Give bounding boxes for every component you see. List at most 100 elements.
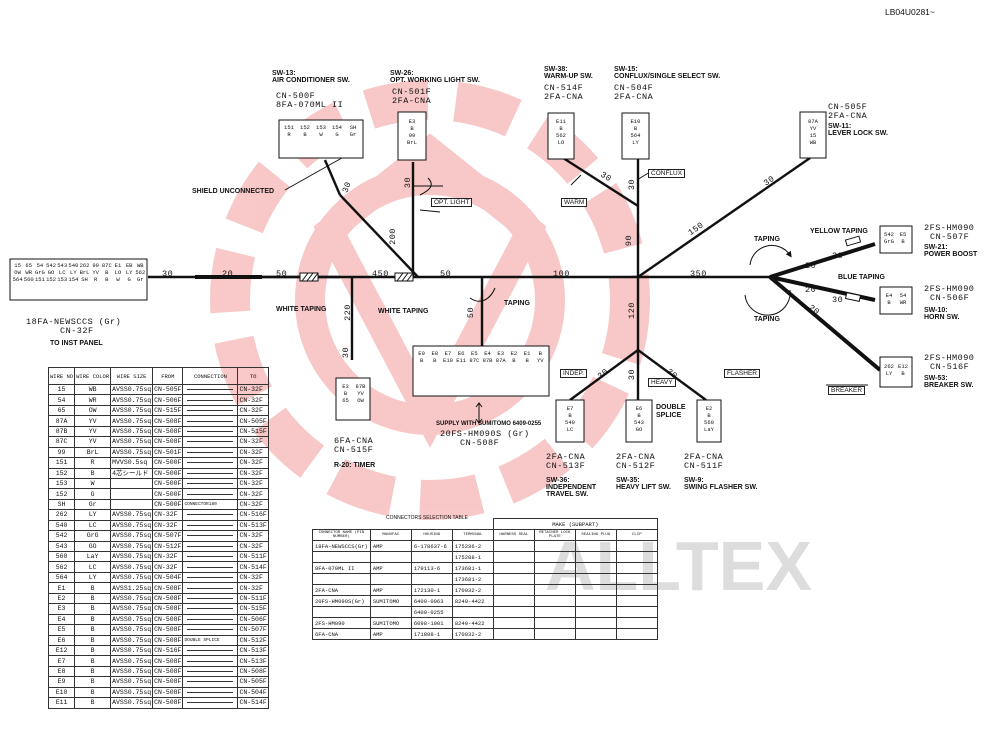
cn32-pin: SH [81, 276, 88, 283]
table-cell: CN-512F [237, 634, 269, 646]
table-cell: CN-500F [152, 457, 184, 469]
table-cell: AVSS0.75sq [110, 446, 154, 459]
table-cell [492, 606, 535, 618]
sw15-part: 2FA-CNA [614, 92, 654, 102]
table-cell: E10 [47, 686, 76, 699]
table-cell: 560 [47, 550, 76, 563]
cn32-pin: G [127, 276, 131, 283]
table-cell [533, 584, 576, 596]
table-cell: CN-501F [152, 446, 184, 459]
table-cell: CN-516F [237, 509, 269, 521]
connection-line [187, 566, 234, 568]
cn32-pin: 543 [57, 262, 68, 269]
table-cell [533, 595, 576, 607]
sw11-desc: LEVER LOCK SW. [828, 130, 888, 137]
table-cell [110, 477, 154, 490]
table-cell: 179113-6 [410, 562, 453, 574]
cn511-pin: LaY [704, 426, 714, 433]
branch-len-sw21a: 30 [832, 251, 844, 261]
table-cell: CN-508F [152, 655, 184, 667]
sw35-title: SW-35: [616, 477, 640, 484]
table-cell: CN-505F [237, 676, 269, 688]
table-cell: AVSS0.75sq [110, 394, 154, 406]
cn32-pin: 99 [92, 262, 99, 269]
table-cell: Gr [74, 498, 112, 511]
table-cell: CN-500F [152, 477, 184, 490]
cn32-pin: Gr [136, 276, 144, 283]
cn32-pin: LY [125, 269, 133, 276]
cn32-pin: 540 [68, 262, 79, 269]
cn508-pin: E8 [431, 350, 439, 357]
table-cell [182, 467, 239, 479]
cn32-pin: 562 [135, 269, 146, 276]
table-cell: MVVS0.5sq [110, 457, 154, 469]
sw21-cn: CN-507F [930, 232, 970, 242]
sw11-cn: CN-505F [828, 102, 868, 112]
sw10-title: SW-10: [924, 307, 948, 314]
table-cell: AVSS0.75sq [110, 436, 154, 448]
cn32-pin: WR [25, 269, 33, 276]
table-cell [533, 606, 576, 618]
cn32-pin: 262 [79, 262, 90, 269]
table-cell: SUMITOMO [369, 617, 412, 629]
table-cell [182, 540, 239, 553]
cn508-pin: E6 [457, 350, 465, 357]
table-cell: CN-508F [152, 436, 184, 448]
table-cell: CN-506F [152, 394, 184, 406]
cn508-pin: E11 [456, 357, 467, 364]
table-cell: 8240-4422 [451, 595, 494, 607]
table-cell [533, 540, 576, 552]
cn507-pin: GrG [884, 238, 894, 245]
table-cell [182, 561, 239, 573]
cn515-pin: E3 [342, 383, 349, 390]
table-cell: AMP [369, 628, 412, 640]
conn-table-group: MAKE (SUBPART) [492, 518, 658, 530]
table-cell: E6 [47, 634, 76, 646]
table-cell: LC [74, 561, 112, 573]
table-cell: AVSS0.75sq [110, 383, 154, 396]
table-cell: AVSS0.75sq [110, 540, 154, 553]
note-double-splice: DOUBLE SPLICE [656, 404, 686, 419]
table-cell: GO [74, 540, 112, 553]
cn500-pin: W [319, 131, 323, 138]
table-cell [410, 551, 453, 563]
table-row: 175288-1 [312, 551, 658, 563]
table-cell: AVSS0.75sq [110, 509, 154, 521]
connection-line [187, 535, 234, 537]
table-cell: CN-508F [152, 592, 184, 605]
table-cell: 543 [47, 540, 76, 553]
cn508-pin: E5 [471, 350, 478, 357]
table-cell: 152 [47, 467, 76, 479]
table-cell: CN-515F [237, 425, 269, 438]
table-cell: B [74, 697, 112, 709]
table-cell: 542 [47, 530, 76, 542]
table-cell: E3 [47, 603, 76, 615]
table-cell [533, 573, 576, 585]
table-cell: CN-500F [152, 467, 184, 479]
table-cell: E5 [47, 624, 76, 636]
cn504-pin: E10 [630, 118, 641, 125]
table-cell: CN-513F [237, 655, 269, 667]
table-cell [182, 582, 239, 594]
sw26-cn: CN-501F [392, 87, 432, 97]
conn-table-col: SEALING PLUG [574, 529, 617, 541]
table-cell: G [74, 488, 112, 500]
table-cell: 175288-1 [451, 551, 494, 563]
cn32-pin: E1 [114, 262, 122, 269]
len-120: 120 [626, 302, 637, 319]
cn508-pin: B [433, 357, 437, 364]
